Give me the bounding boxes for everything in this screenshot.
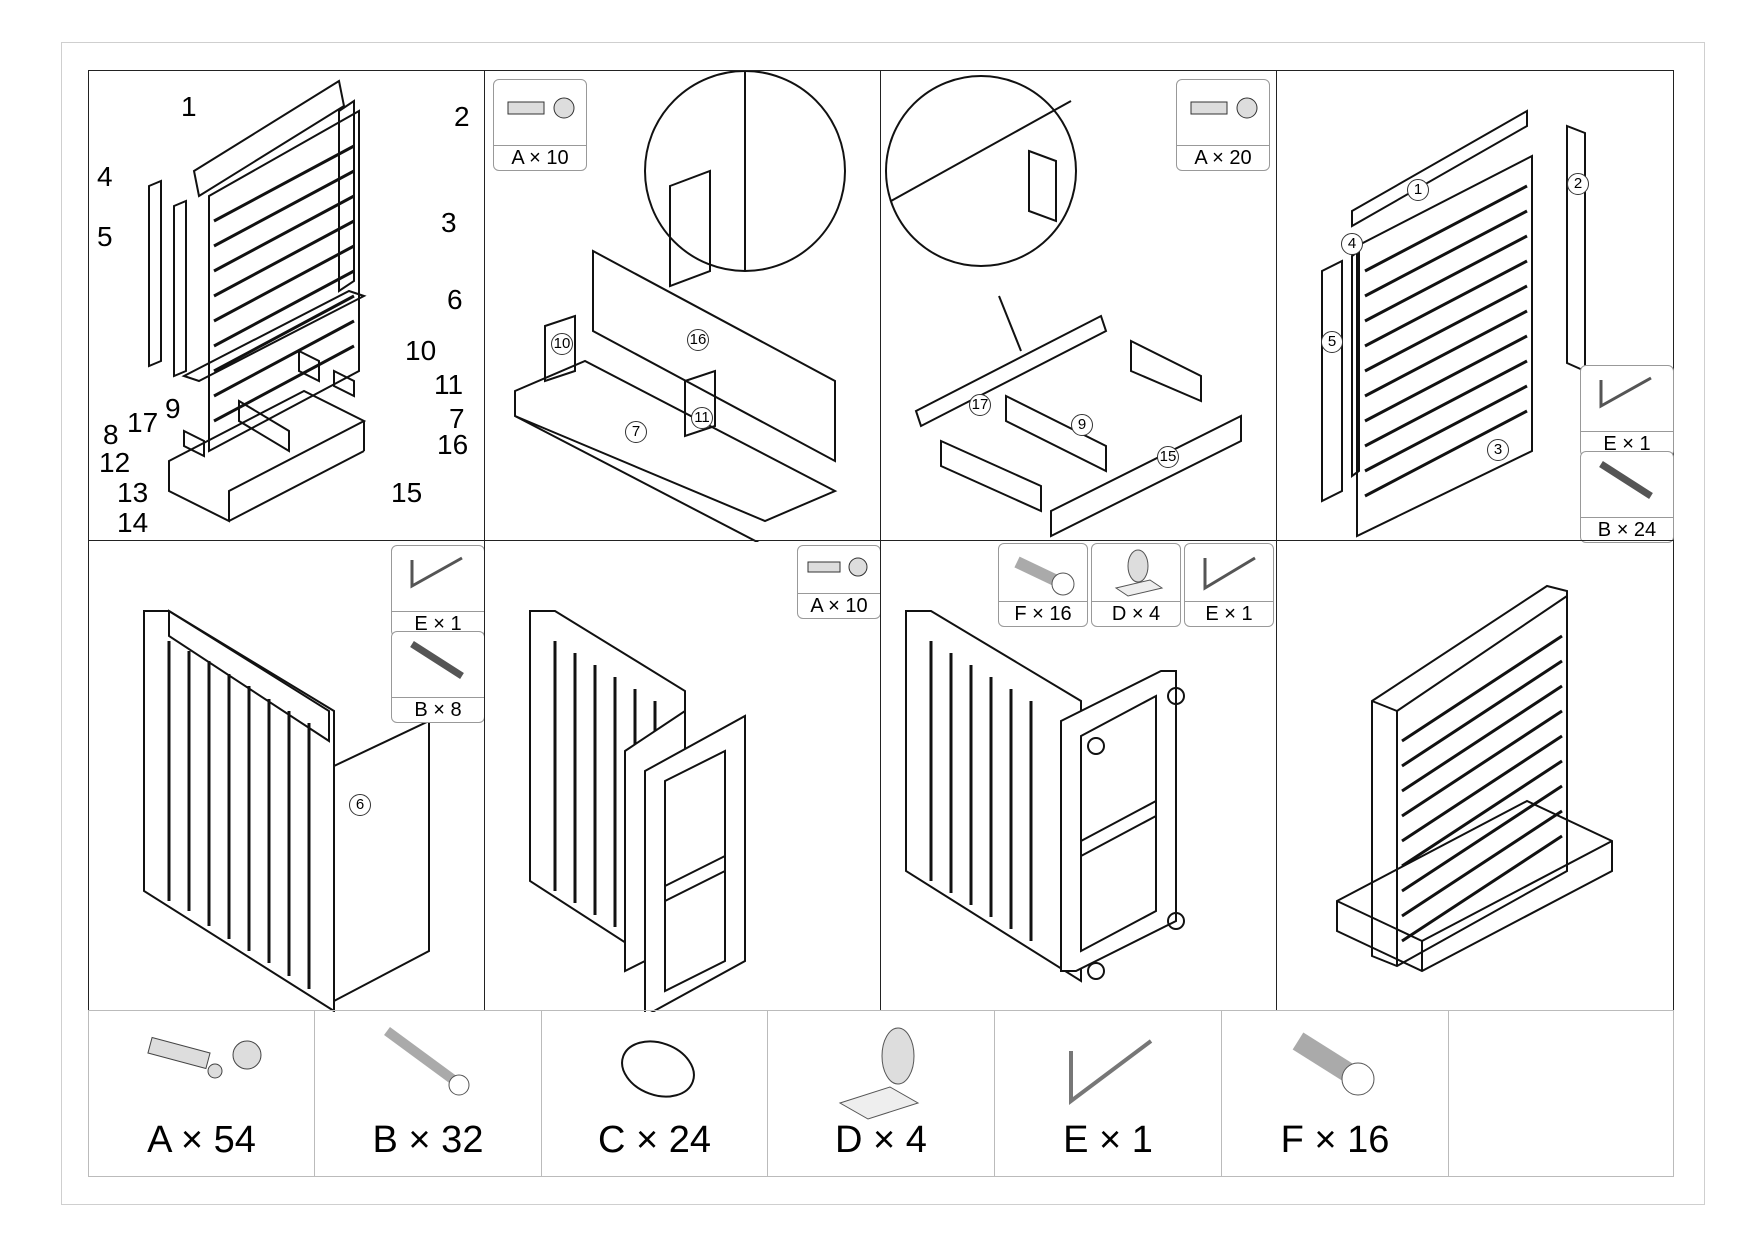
step-2-base-assembly: 10 16 11 7 A × 10 (484, 70, 881, 542)
part-number-16: 16 (437, 429, 469, 460)
parts-label: F × 16 (1280, 1119, 1390, 1161)
allen-key-icon (1069, 1039, 1153, 1105)
caster-icon (838, 1027, 920, 1120)
caster-icon (1114, 549, 1164, 597)
part-number-10: 10 (405, 335, 437, 366)
callout-11: 11 (691, 407, 713, 429)
callout-4: 4 (1341, 233, 1363, 255)
part-number-13: 13 (117, 477, 149, 508)
parts-list-item-a: A × 54 (88, 1010, 315, 1177)
part-number-15: 15 (391, 477, 423, 508)
step-5-side-panel: 6 E × 1 B × 8 (88, 540, 485, 1012)
callout-1: 1 (1407, 179, 1429, 201)
step-5-diagram (143, 609, 430, 1012)
parts-label: A × 54 (147, 1119, 256, 1161)
hardware-badge-a: A × 10 (493, 79, 587, 171)
hardware-count: F × 16 (999, 601, 1087, 626)
hardware-badge-d: D × 4 (1091, 543, 1181, 627)
step-4-panel-assembly: 1 2 4 5 3 E × 1 B × 24 (1276, 70, 1674, 543)
part-number-3: 3 (441, 207, 457, 238)
hardware-count: E × 1 (392, 611, 484, 636)
allen-key-icon (1203, 556, 1256, 591)
hardware-count: A × 20 (1177, 145, 1269, 170)
parts-list-empty-cell (1448, 1010, 1674, 1177)
callout-16: 16 (687, 329, 709, 351)
hardware-badge-b: B × 8 (391, 631, 485, 723)
callout-17: 17 (969, 394, 991, 416)
bolt-icon (1014, 556, 1075, 596)
cam-bolt-icon (807, 557, 868, 577)
callout-10: 10 (551, 333, 573, 355)
hardware-badge-e: E × 1 (391, 545, 485, 637)
step-8-finished-product (1276, 540, 1674, 1011)
hardware-badge-e: E × 1 (1184, 543, 1274, 627)
finished-display-diagram (1336, 584, 1613, 973)
hardware-count: D × 4 (1092, 601, 1180, 626)
page-frame (61, 42, 1705, 1205)
step-4-diagram (1321, 109, 1586, 538)
step-6-diagram (529, 610, 746, 1012)
hardware-count: A × 10 (798, 593, 880, 618)
callout-3: 3 (1487, 439, 1509, 461)
cap-icon (621, 1040, 695, 1098)
step-3-diagram (885, 75, 1242, 538)
hardware-count: B × 8 (392, 697, 484, 722)
hardware-count: A × 10 (494, 145, 586, 170)
part-number-7: 7 (449, 403, 465, 434)
parts-label: E × 1 (1063, 1119, 1153, 1161)
hardware-badge-f: F × 16 (998, 543, 1088, 627)
step-7-casters: F × 16 D × 4 E × 1 (880, 540, 1277, 1011)
step-7-diagram (905, 610, 1185, 983)
step-6-attach-base: A × 10 (484, 540, 881, 1012)
hardware-badge-a: A × 10 (797, 545, 881, 619)
callout-7: 7 (625, 421, 647, 443)
parts-label: C × 24 (597, 1119, 712, 1161)
part-number-8: 8 (103, 419, 119, 450)
screw-icon (1599, 461, 1653, 499)
parts-list-item-d: D × 4 (767, 1010, 995, 1177)
callout-2: 2 (1567, 173, 1589, 195)
part-number-9: 9 (165, 393, 181, 424)
hardware-count: E × 1 (1581, 431, 1673, 456)
cam-bolt-icon (1190, 97, 1258, 119)
part-number-1: 1 (181, 91, 197, 122)
cam-bolt-icon (507, 97, 575, 119)
cam-bolt-icon (147, 1036, 262, 1079)
parts-list-item-b: B × 32 (314, 1010, 542, 1177)
callout-15: 15 (1157, 446, 1179, 468)
parts-list-item-f: F × 16 (1221, 1010, 1449, 1177)
part-number-4: 4 (97, 161, 113, 192)
step-1-exploded-view: 1 2 3 4 5 6 7 8 9 10 11 12 13 14 15 16 1… (88, 70, 485, 541)
hardware-count: E × 1 (1185, 601, 1273, 626)
part-number-12: 12 (99, 447, 131, 478)
part-number-2: 2 (454, 101, 470, 132)
callout-5: 5 (1321, 331, 1343, 353)
step-2-diagram (514, 71, 846, 542)
allen-key-icon (1599, 376, 1652, 409)
hardware-badge-e: E × 1 (1580, 365, 1674, 457)
part-number-17: 17 (127, 407, 159, 438)
hardware-badge-a: A × 20 (1176, 79, 1270, 171)
parts-list-item-c: C × 24 (541, 1010, 768, 1177)
hardware-count: B × 24 (1581, 517, 1673, 542)
hardware-badge-b: B × 24 (1580, 451, 1674, 543)
callout-6: 6 (349, 794, 371, 816)
allen-key-icon (410, 556, 463, 589)
part-number-5: 5 (97, 221, 113, 252)
parts-label: B × 32 (372, 1119, 484, 1161)
part-number-6: 6 (447, 284, 463, 315)
bolt-icon (1292, 1032, 1375, 1096)
step-3-frame-assembly: 17 9 15 A × 20 (880, 70, 1277, 541)
parts-list-item-e: E × 1 (994, 1010, 1222, 1177)
part-number-11: 11 (434, 369, 464, 400)
callout-9: 9 (1071, 414, 1093, 436)
screw-icon (384, 1026, 470, 1096)
parts-label: D × 4 (835, 1119, 927, 1161)
exploded-diagram (148, 79, 367, 523)
part-number-14: 14 (117, 507, 149, 538)
screw-icon (410, 641, 464, 679)
